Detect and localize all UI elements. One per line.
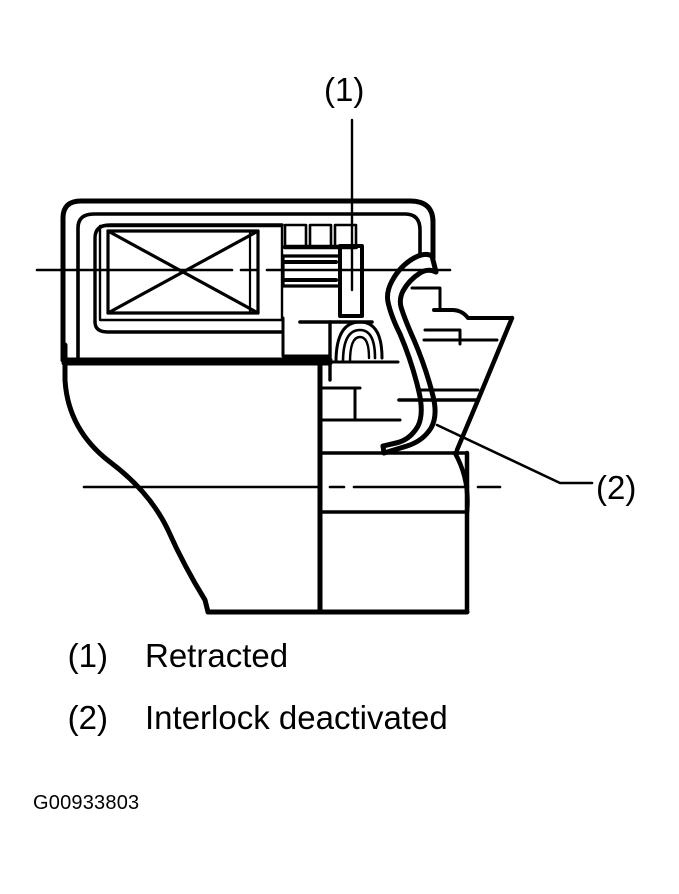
housing-top-slots <box>282 223 359 250</box>
leader-line-2 <box>435 423 594 485</box>
legend-text-1: Retracted <box>145 637 289 674</box>
interlock-lever <box>380 251 439 456</box>
inner-housing-wall <box>76 212 422 359</box>
legend-key-2: (2) <box>67 699 108 736</box>
legend-item-2: (2) Interlock deactivated <box>0 698 679 760</box>
solenoid-coil-block <box>98 224 284 322</box>
pivot-boss <box>328 320 400 364</box>
figure-reference-code: G00933803 <box>33 792 140 814</box>
legend-key-1: (1) <box>67 637 108 674</box>
legend: (1) Retracted (2) Interlock deactivated <box>0 636 679 760</box>
inner-bracket <box>281 316 374 382</box>
legend-text-2: Interlock deactivated <box>145 699 448 736</box>
outer-housing-shell <box>60 198 436 363</box>
legend-item-1: (1) Retracted <box>0 636 679 698</box>
lower-column <box>317 357 470 615</box>
callout-label-2: (2) <box>596 469 637 506</box>
callout-label-1: (1) <box>324 71 365 108</box>
right-flange <box>397 315 515 453</box>
lower-body <box>61 342 470 615</box>
upper-right-pocket <box>410 286 514 346</box>
